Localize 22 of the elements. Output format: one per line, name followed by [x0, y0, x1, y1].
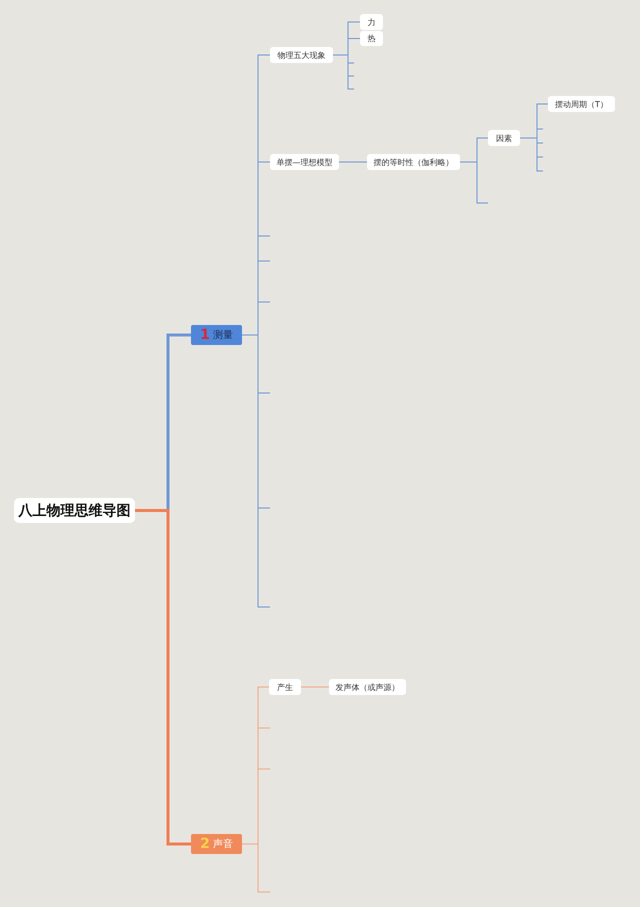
empty-branch-line: [242, 334, 270, 608]
topic-box: 单摆—理想模型: [270, 154, 339, 170]
empty-branch-line: [520, 138, 544, 172]
connector-line: [135, 509, 191, 846]
central-topic: 八上物理思维导图: [14, 498, 135, 523]
topic-box: 因素: [488, 130, 520, 146]
topic-box: 热: [360, 31, 383, 46]
connector-line: [300, 686, 330, 688]
topic-box: 物理五大现象: [270, 47, 333, 63]
topic-box: 发声体（或声源）: [329, 679, 406, 695]
branch-box: [191, 834, 242, 854]
empty-branch-line: [332, 54, 354, 90]
branch-number: 2: [200, 836, 210, 852]
empty-branch-line: [460, 162, 488, 204]
branch-number: 1: [200, 327, 210, 343]
topic-box: 力: [360, 14, 383, 30]
branch-label: 声音: [212, 838, 233, 851]
topic-box: 摆动周期（T）: [548, 96, 615, 112]
topic-box: 摆的等时性（伽利略）: [367, 154, 460, 170]
topic-box: 产生: [269, 679, 301, 695]
branch-box: [191, 325, 242, 345]
branch-label: 测量: [212, 328, 233, 342]
